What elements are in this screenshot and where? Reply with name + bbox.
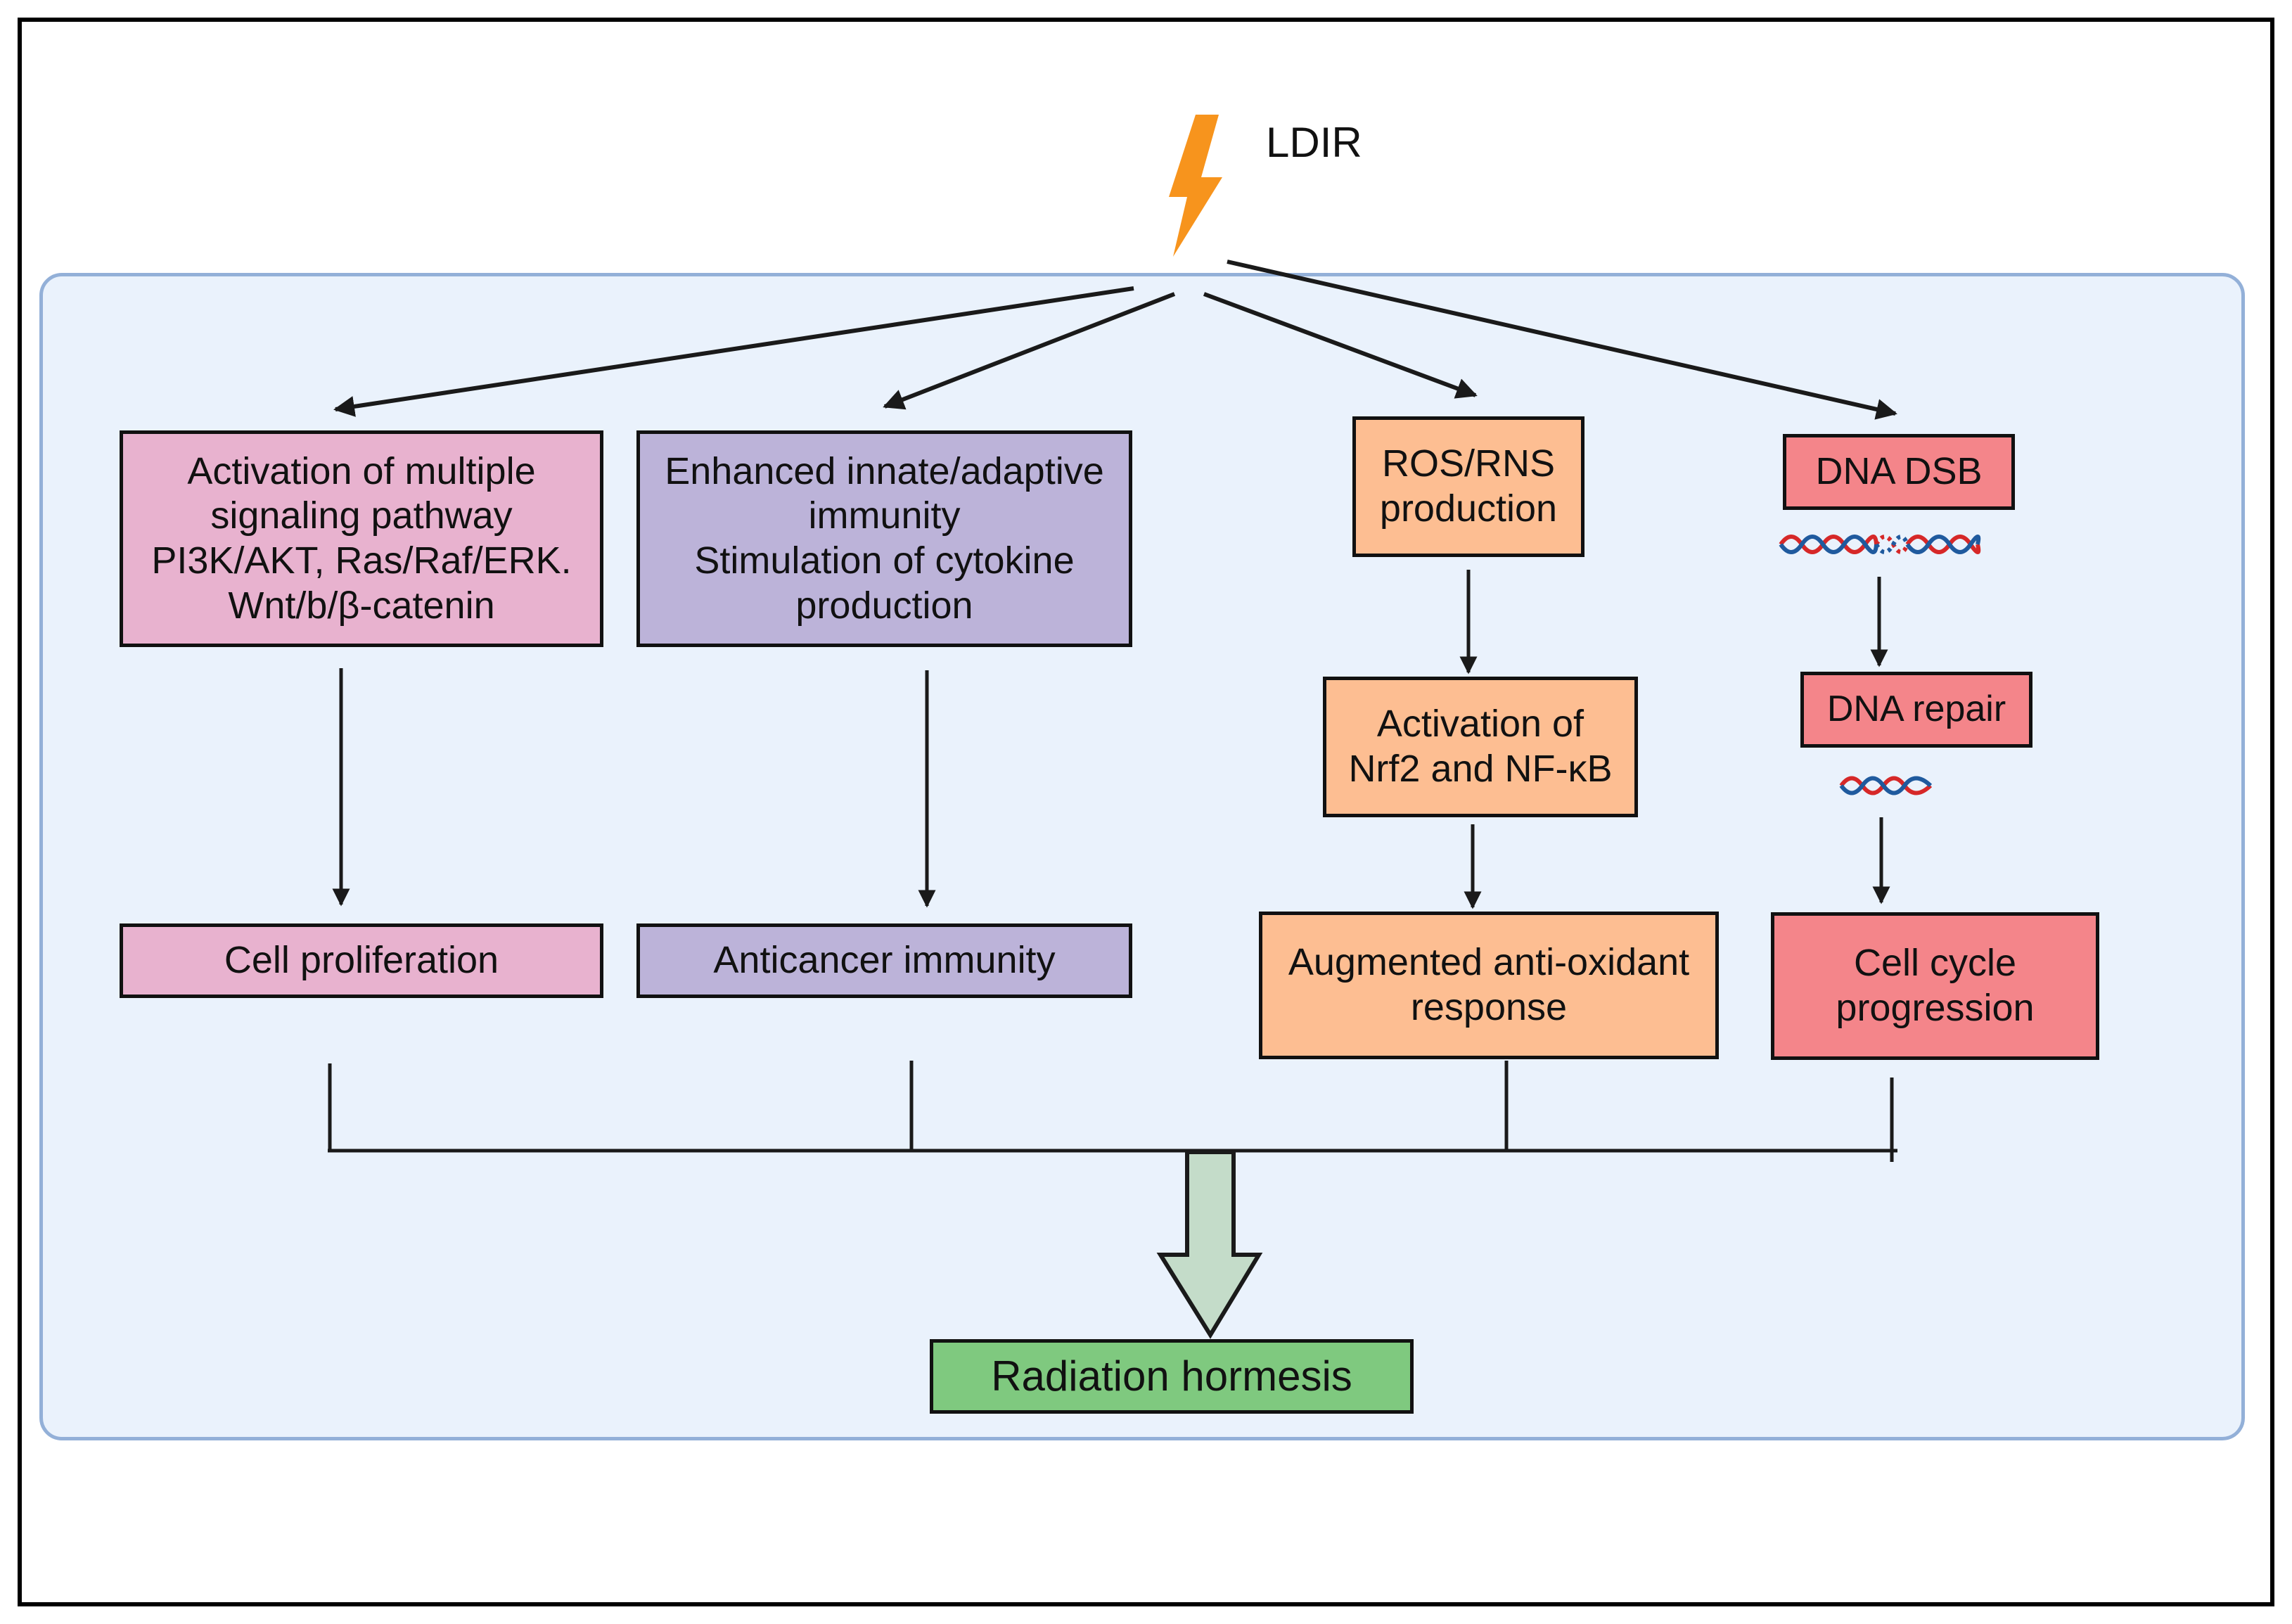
box-innate-adaptive-immunity: Enhanced innate/adaptive immunity Stimul… [636, 430, 1132, 647]
box-dna-repair: DNA repair [1800, 672, 2032, 748]
box-cell-cycle-progression: Cell cycle progression [1771, 912, 2099, 1060]
box-ros-rns-production: ROS/RNS production [1352, 416, 1584, 557]
broken-dna-helix-icon [1779, 535, 1981, 554]
arrow-ldir-to-immunity [883, 292, 1176, 410]
box-antioxidant-response: Augmented anti-oxidant response [1259, 912, 1719, 1059]
convergence-arrow-icon [1156, 1150, 1263, 1339]
convergence-bracket [328, 1061, 1897, 1162]
box-cell-proliferation: Cell proliferation [120, 923, 603, 998]
arrow-ldir-to-ros [1203, 292, 1478, 399]
box-radiation-hormesis: Radiation hormesis [930, 1339, 1414, 1414]
arrow-ldir-to-signaling [333, 286, 1134, 417]
box-anticancer-immunity: Anticancer immunity [636, 923, 1132, 998]
box-signaling-pathways: Activation of multiple signaling pathway… [120, 430, 603, 647]
box-dna-dsb: DNA DSB [1783, 434, 2015, 510]
lightning-bolt-icon [1169, 115, 1222, 257]
box-nrf2-nfkb-activation: Activation of Nrf2 and NF-κB [1323, 677, 1638, 817]
arrow-ldir-to-dna-dsb [1227, 260, 1897, 420]
repaired-dna-helix-icon [1839, 776, 1933, 795]
ldir-label: LDIR [1266, 119, 1362, 166]
